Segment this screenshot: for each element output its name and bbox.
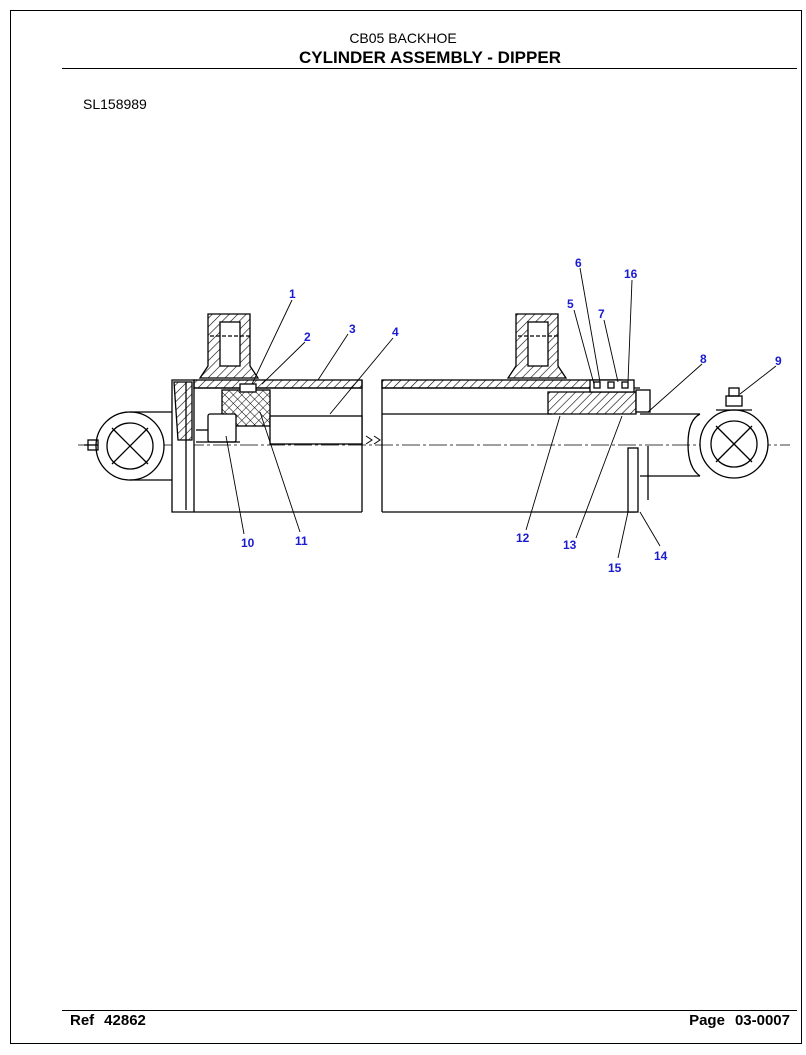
footer-page: Page 03-0007: [689, 1012, 790, 1029]
callout-12: 12: [516, 531, 530, 545]
callout-3: 3: [349, 322, 356, 336]
callout-16: 16: [624, 267, 638, 281]
callout-1: 1: [289, 287, 296, 301]
drawing-id: SL158989: [83, 96, 147, 112]
callout-15: 15: [608, 561, 622, 575]
page-title: CYLINDER ASSEMBLY - DIPPER: [299, 48, 561, 67]
callout-4: 4: [392, 325, 399, 339]
page-label: Page: [689, 1012, 725, 1029]
ref-value: 42862: [104, 1012, 146, 1029]
page-frame: [10, 10, 802, 1044]
callout-6: 6: [575, 256, 582, 270]
ref-label: Ref: [70, 1012, 95, 1029]
footer-ref: Ref 42862: [70, 1012, 156, 1029]
callout-10: 10: [241, 536, 255, 550]
header-rule: [62, 68, 797, 69]
callout-2: 2: [304, 330, 311, 344]
callout-9: 9: [775, 354, 782, 368]
callout-13: 13: [563, 538, 577, 552]
page-value: 03-0007: [734, 1012, 790, 1029]
callout-5: 5: [567, 297, 574, 311]
callout-7: 7: [598, 307, 605, 321]
callout-11: 11: [295, 534, 308, 548]
page-subtitle: CB05 BACKHOE: [349, 30, 457, 46]
callout-14: 14: [654, 549, 668, 563]
footer-rule: [62, 1010, 797, 1011]
callout-8: 8: [700, 352, 707, 366]
